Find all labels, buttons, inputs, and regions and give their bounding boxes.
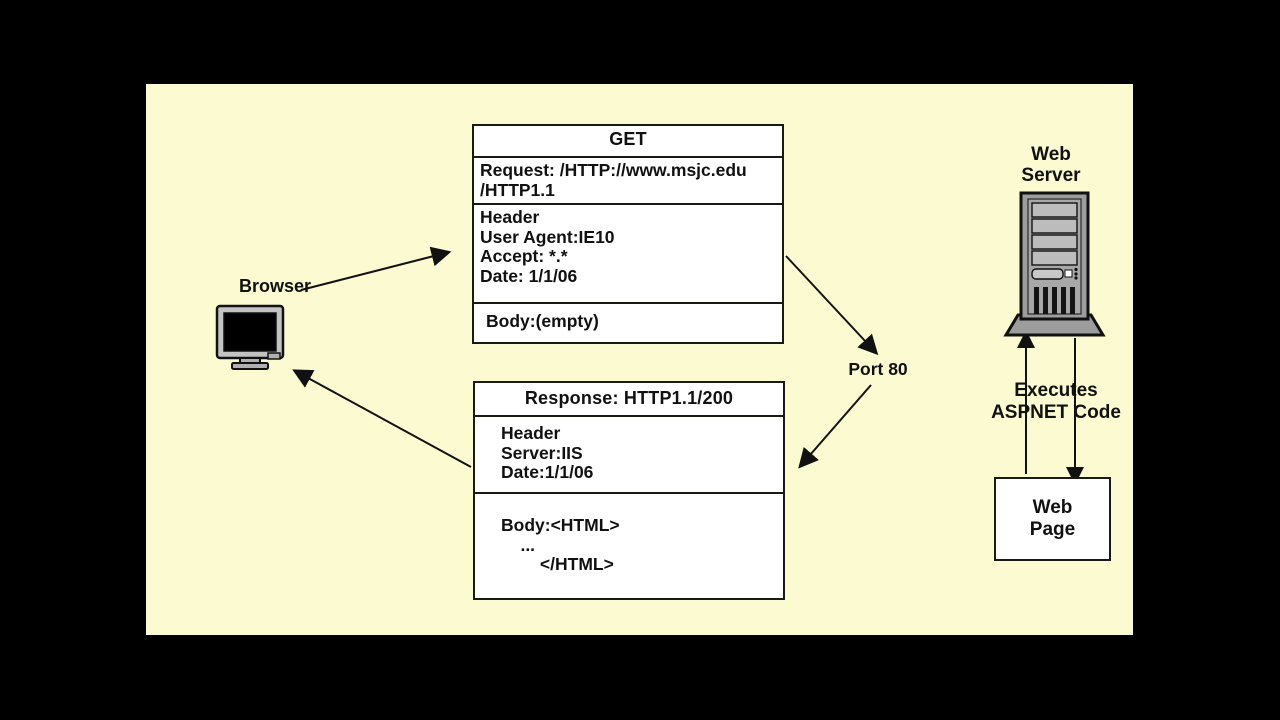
response-box-header-row: Header Server:IIS Date:1/1/06 [475,417,783,494]
arrow-request-to-port [785,255,879,356]
web-page-box: Web Page [994,477,1111,561]
executes-aspnet-code-label: Executes ASPNET Code [991,380,1121,423]
arrow-port-to-response [798,384,872,469]
port-label: Port 80 [848,359,908,379]
response-message-box: Response: HTTP1.1/200 Header Server:IIS … [473,381,785,600]
web-server-label: Web Server [1021,144,1081,186]
computer-monitor-icon [215,304,290,371]
request-box-request-row: Request: /HTTP://www.msjc.edu /HTTP1.1 [474,158,782,205]
request-box-title: GET [474,126,782,158]
arrow-response-to-browser [292,369,472,468]
response-box-title: Response: HTTP1.1/200 [475,383,783,417]
server-tower-icon [1002,191,1107,339]
response-box-body-row: Body:<HTML> ... </HTML> [501,515,620,574]
diagram-canvas: Browser GET Request: /HTTP://www.msjc.ed… [146,84,1133,635]
request-box-header-row: Header User Agent:IE10 Accept: *.* Date:… [474,205,782,304]
web-page-label: Web Page [1029,497,1076,540]
request-message-box: GET Request: /HTTP://www.msjc.edu /HTTP1… [472,124,784,344]
browser-label: Browser [238,276,312,296]
request-box-body-row: Body:(empty) [486,311,599,331]
